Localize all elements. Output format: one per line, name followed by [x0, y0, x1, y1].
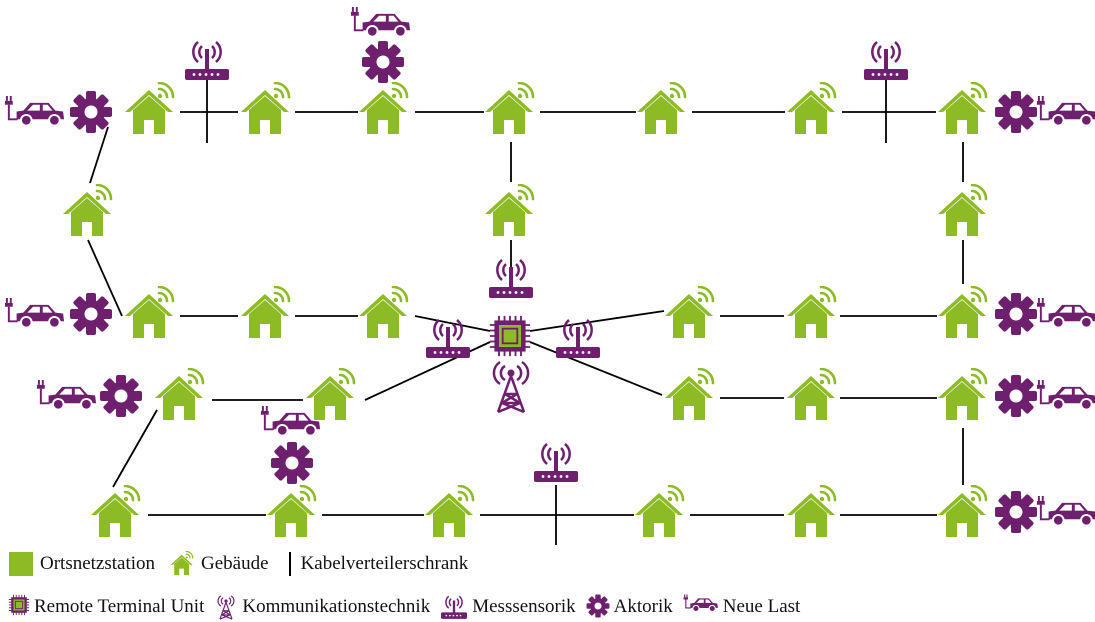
- plug-car-icon: [260, 406, 322, 437]
- legend-item-substation: Ortsnetzstation: [8, 551, 155, 577]
- legend-label: Kabelverteilerschrank: [300, 553, 469, 574]
- building-icon: [239, 82, 291, 136]
- gear-icon: [995, 293, 1037, 335]
- building-icon: [936, 82, 988, 136]
- gear-icon: [995, 491, 1037, 533]
- legend-item-communication: Kommunikationstechnik: [214, 594, 430, 620]
- chip-icon: [488, 314, 532, 358]
- building-icon: [785, 82, 837, 136]
- gear-icon: [70, 293, 112, 335]
- router-antenna-icon: [184, 40, 230, 82]
- building-icon: [936, 184, 988, 238]
- legend-item-new-load: Neue Last: [683, 594, 801, 620]
- building-icon: [936, 286, 988, 340]
- cable-lines: [87, 80, 964, 545]
- chip-icon: [8, 594, 30, 620]
- radio-tower-icon: [492, 360, 530, 414]
- building-icon: [936, 368, 988, 422]
- building-icon: [663, 286, 715, 340]
- vertical-bar-icon: [283, 551, 297, 577]
- legend-item-sensor: Messsensorik: [440, 594, 576, 620]
- legend-label: Kommunikationstechnik: [242, 596, 431, 617]
- building-icon: [304, 368, 356, 422]
- router-antenna-icon: [863, 40, 909, 82]
- plug-car-icon: [1036, 96, 1095, 127]
- building-icon: [483, 82, 535, 136]
- radio-tower-icon: [214, 594, 238, 620]
- building-icon: [89, 485, 141, 539]
- building-icon: [169, 551, 197, 577]
- building-icon: [785, 485, 837, 539]
- building-icon: [663, 368, 715, 422]
- legend-item-building: Gebäude: [169, 551, 269, 577]
- building-icon: [239, 286, 291, 340]
- building-icon: [785, 368, 837, 422]
- legend-label: Ortsnetzstation: [40, 553, 156, 574]
- legend-label: Gebäude: [201, 553, 269, 574]
- plug-car-icon: [350, 7, 412, 38]
- plug-car-icon: [4, 298, 66, 329]
- gear-icon: [100, 375, 142, 417]
- gear-icon: [271, 442, 313, 484]
- plug-car-icon: [1036, 496, 1095, 527]
- building-icon: [936, 485, 988, 539]
- plug-car-icon: [683, 594, 719, 620]
- building-icon: [635, 82, 687, 136]
- building-icon: [785, 286, 837, 340]
- legend-row: Ortsnetzstation Gebäude Kabelverteilersc…: [8, 549, 1088, 579]
- building-icon: [357, 82, 409, 136]
- building-icon: [123, 286, 175, 340]
- plug-car-icon: [1036, 380, 1095, 411]
- plug-car-icon: [1036, 298, 1095, 329]
- building-icon: [123, 82, 175, 136]
- building-icon: [483, 184, 535, 238]
- plug-car-icon: [4, 96, 66, 127]
- gear-icon: [362, 41, 404, 83]
- building-icon: [357, 286, 409, 340]
- gear-icon: [586, 594, 610, 620]
- legend-item-rtu: Remote Terminal Unit: [8, 594, 204, 620]
- legend-item-actuator: Aktorik: [586, 594, 673, 620]
- legend-label: Neue Last: [722, 596, 801, 617]
- legend-label: Aktorik: [613, 596, 673, 617]
- building-icon: [423, 485, 475, 539]
- building-icon: [61, 184, 113, 238]
- building-icon: [633, 485, 685, 539]
- legend-item-cable-cabinet: Kabelverteilerschrank: [283, 551, 469, 577]
- router-antenna-icon: [533, 442, 579, 484]
- plug-car-icon: [36, 380, 98, 411]
- actuators: [70, 41, 1037, 533]
- building-icon: [265, 485, 317, 539]
- gear-icon: [995, 91, 1037, 133]
- router-antenna-icon: [440, 594, 468, 620]
- legend-row: Remote Terminal Unit Kommunikationstechn…: [8, 592, 1088, 622]
- legend-label: Messsensorik: [472, 596, 576, 617]
- buildings: [61, 82, 988, 539]
- legend-label: Remote Terminal Unit: [34, 596, 205, 617]
- gear-icon: [995, 375, 1037, 417]
- gear-icon: [70, 91, 112, 133]
- green-square-icon: [8, 551, 36, 577]
- building-icon: [153, 368, 205, 422]
